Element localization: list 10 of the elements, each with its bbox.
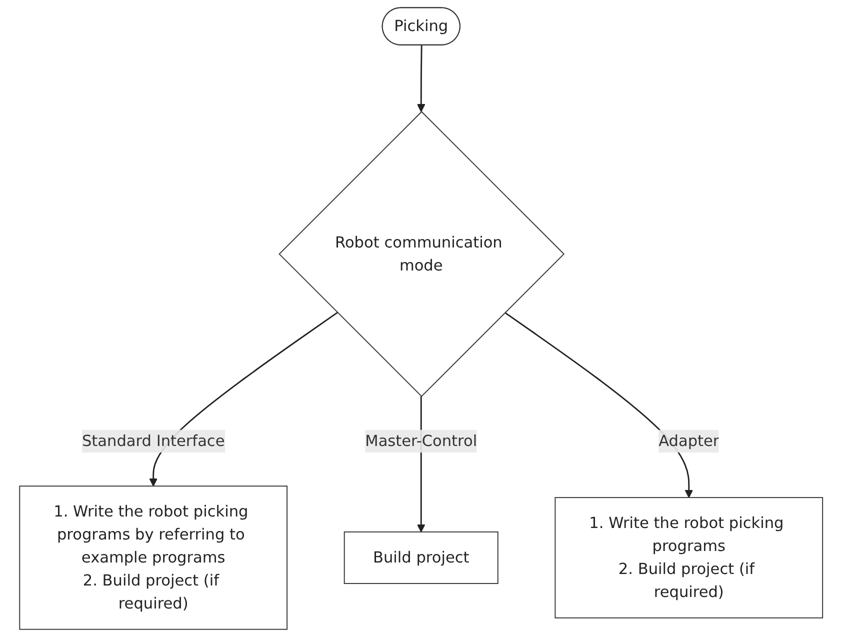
node-box: 1. Write the robot picking programs by referring to example programs 2. Build project (if required) <box>20 486 288 630</box>
arrow <box>504 312 694 498</box>
arrow <box>150 312 338 486</box>
edge-label: Standard Interface <box>82 432 226 450</box>
edge-label: Master-Control <box>366 432 478 450</box>
node-box: 1. Write the robot picking programs 2. Build project (if required) <box>555 497 824 618</box>
node-diamond: Robot communication mode <box>279 111 565 397</box>
arrow <box>417 45 426 112</box>
edge-label: Adapter <box>658 432 720 450</box>
node-box: Build project <box>344 531 499 584</box>
